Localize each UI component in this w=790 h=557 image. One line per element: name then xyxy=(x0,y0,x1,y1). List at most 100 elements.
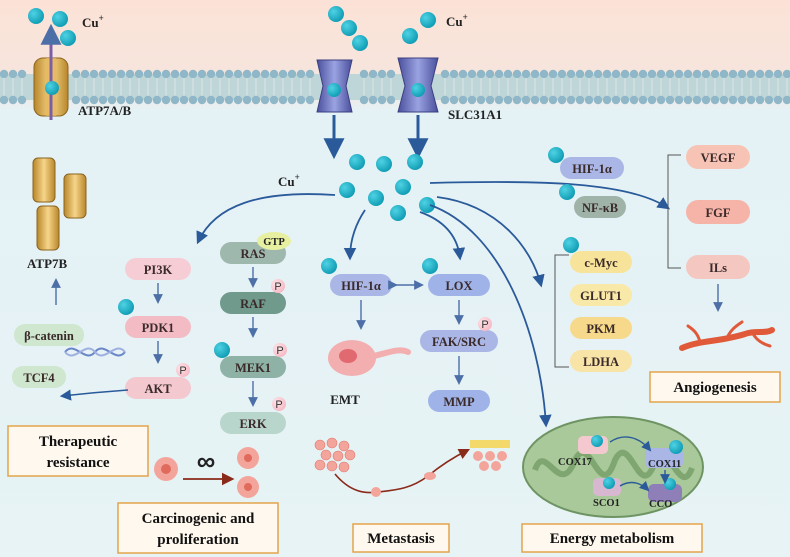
emt-label: EMT xyxy=(330,392,360,407)
lipid-head xyxy=(269,69,279,79)
cmyc-label: c-Myc xyxy=(584,256,618,270)
lipid-head xyxy=(278,69,288,79)
nfkb-pill xyxy=(574,196,626,218)
lipid-head xyxy=(8,69,18,79)
lipid-head xyxy=(782,95,790,105)
box-therapeutic-resistance: Therapeutic resistance xyxy=(7,425,149,477)
lipid-head xyxy=(107,69,117,79)
atp7ab-label: ATP7A/B xyxy=(78,103,132,118)
gtp-badge xyxy=(257,232,291,250)
lipid-head xyxy=(530,69,540,79)
lipid-head xyxy=(269,95,279,105)
lipid-head xyxy=(611,95,621,105)
box-metastasis: Metastasis xyxy=(352,523,450,553)
lipid-head xyxy=(116,95,126,105)
lipid-head xyxy=(665,95,675,105)
lipid-head xyxy=(242,69,252,79)
box-angiogenesis: Angiogenesis xyxy=(649,371,781,403)
svg-text:P: P xyxy=(179,365,186,377)
cmyc-copper xyxy=(563,237,579,253)
lipid-head xyxy=(440,95,450,105)
akt-label: AKT xyxy=(144,382,172,396)
lipid-head xyxy=(287,95,297,105)
carcinogenic-text-2: proliferation xyxy=(157,532,239,548)
lipid-head xyxy=(692,69,702,79)
lipid-head xyxy=(593,95,603,105)
lipid-head xyxy=(701,95,711,105)
ras-label: RAS xyxy=(240,247,265,261)
lipid-head xyxy=(197,69,207,79)
ils-label: ILs xyxy=(709,261,727,275)
lipid-head xyxy=(575,69,585,79)
lipid-head xyxy=(386,95,396,105)
pdk1-pill xyxy=(125,316,191,338)
slc31a1-label: SLC31A1 xyxy=(448,107,502,122)
lipid-head xyxy=(377,95,387,105)
lipid-head xyxy=(251,95,261,105)
lipid-head xyxy=(386,69,396,79)
vegf-pill xyxy=(686,145,750,169)
therapeutic-text-1: Therapeutic xyxy=(39,434,118,450)
raf-pill xyxy=(220,292,286,314)
lipid-head xyxy=(683,69,693,79)
lipid-head xyxy=(539,95,549,105)
lipid-head xyxy=(233,95,243,105)
lipid-head xyxy=(224,69,234,79)
energy-text: Energy metabolism xyxy=(550,531,675,547)
lipid-head xyxy=(638,69,648,79)
nfkb-label: NF-κB xyxy=(582,201,618,215)
lipid-head xyxy=(98,95,108,105)
beta-catenin-pill xyxy=(14,324,84,346)
mek1-phospho xyxy=(273,343,287,357)
pdk1-copper xyxy=(118,299,134,315)
lipid-head xyxy=(0,69,9,79)
lipid-head xyxy=(179,95,189,105)
lipid-head xyxy=(557,95,567,105)
lipid-head xyxy=(134,95,144,105)
lipid-head xyxy=(602,69,612,79)
lipid-head xyxy=(503,95,513,105)
lipid-head xyxy=(17,95,27,105)
lipid-head xyxy=(17,69,27,79)
lipid-head xyxy=(89,95,99,105)
emt-cell-illustration xyxy=(328,340,411,376)
pi3k-pill xyxy=(125,258,191,280)
fgf-label: FGF xyxy=(706,206,731,220)
cmyc-pill xyxy=(570,251,632,273)
lipid-head xyxy=(611,69,621,79)
lipid-head xyxy=(629,69,639,79)
lipid-head xyxy=(602,95,612,105)
lipid-head xyxy=(170,69,180,79)
lipid-head xyxy=(575,95,585,105)
lipid-head xyxy=(143,95,153,105)
lipid-head xyxy=(539,69,549,79)
beta-catenin-label: β-catenin xyxy=(24,329,74,343)
svg-text:P: P xyxy=(274,281,281,293)
lipid-head xyxy=(206,69,216,79)
lipid-head xyxy=(494,95,504,105)
lipid-head xyxy=(161,69,171,79)
lipid-head xyxy=(647,69,657,79)
cu-label-left: Cu+ xyxy=(82,13,104,30)
lipid-head xyxy=(152,69,162,79)
lipid-head xyxy=(512,69,522,79)
lox-label: LOX xyxy=(445,279,472,293)
lipid-head xyxy=(242,95,252,105)
lipid-head xyxy=(215,95,225,105)
lipid-head xyxy=(161,95,171,105)
cco-label: CCO xyxy=(649,499,672,510)
lipid-head xyxy=(521,95,531,105)
lipid-head xyxy=(701,69,711,79)
hif1a-mid-label: HIF-1α xyxy=(341,279,381,293)
lipid-head xyxy=(548,69,558,79)
lox-copper xyxy=(422,258,438,274)
slc31a1-channel-2 xyxy=(397,57,439,160)
lipid-head xyxy=(746,69,756,79)
mmp-label: MMP xyxy=(443,395,475,409)
cu-label-mid: Cu+ xyxy=(278,172,300,189)
energy-bracket xyxy=(554,254,569,368)
lipid-head xyxy=(170,95,180,105)
akt-pill xyxy=(125,377,191,399)
lipid-head xyxy=(494,69,504,79)
